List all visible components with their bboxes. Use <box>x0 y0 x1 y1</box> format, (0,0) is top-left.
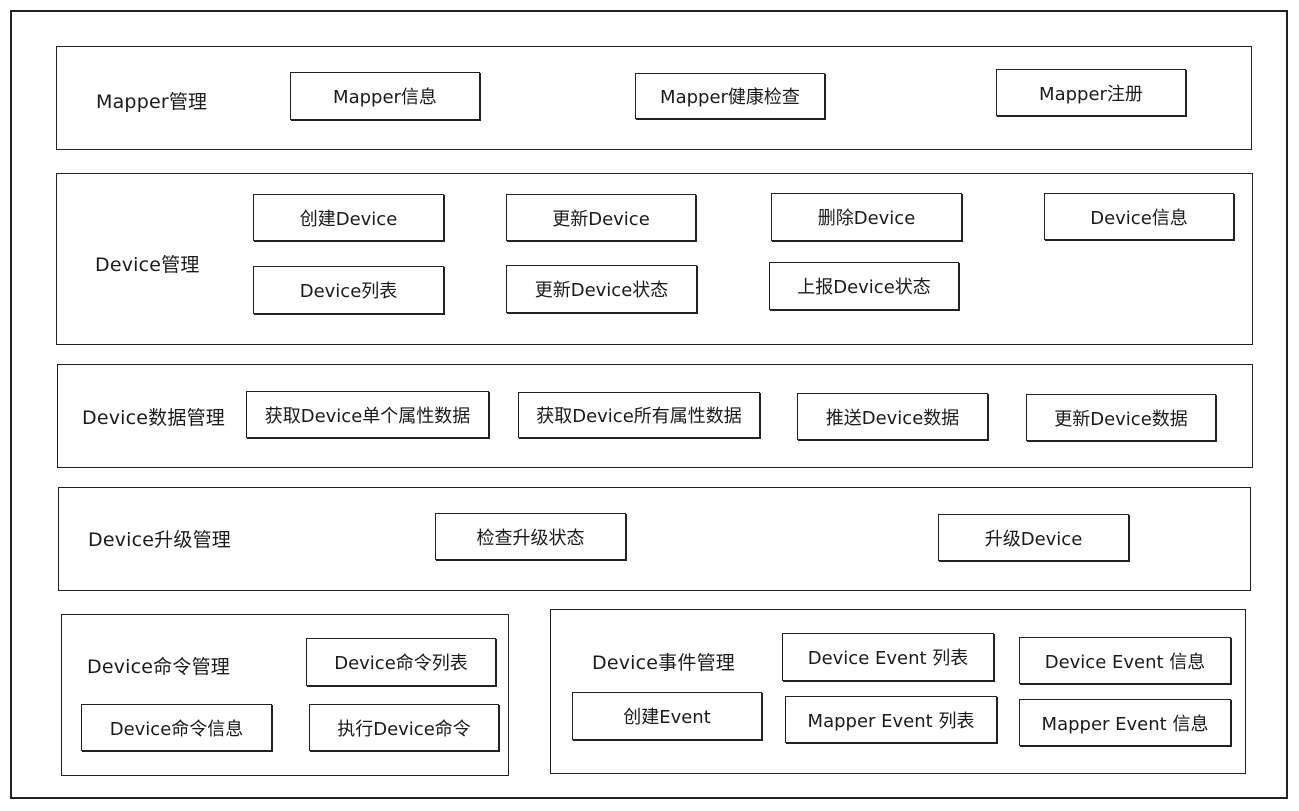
device-event-list-box[interactable]: Device Event 列表 <box>782 633 994 681</box>
get-single-property-box[interactable]: 获取Device单个属性数据 <box>246 391 489 438</box>
mapper-health-check-box[interactable]: Mapper健康检查 <box>635 73 825 119</box>
diagram-frame <box>10 10 1288 799</box>
device-info-box[interactable]: Device信息 <box>1044 193 1234 240</box>
update-device-status-box[interactable]: 更新Device状态 <box>506 265 697 313</box>
device-data-management-title: Device数据管理 <box>82 407 225 429</box>
mapper-management-title: Mapper管理 <box>96 91 208 113</box>
check-upgrade-status-box[interactable]: 检查升级状态 <box>435 513 626 560</box>
push-device-data-box[interactable]: 推送Device数据 <box>797 393 988 440</box>
delete-device-box[interactable]: 删除Device <box>771 193 962 241</box>
device-management-title: Device管理 <box>95 254 200 276</box>
mapper-info-box[interactable]: Mapper信息 <box>290 72 480 120</box>
device-command-management-title: Device命令管理 <box>87 656 230 678</box>
create-event-box[interactable]: 创建Event <box>572 692 762 740</box>
create-device-box[interactable]: 创建Device <box>253 194 444 241</box>
device-command-list-box[interactable]: Device命令列表 <box>306 638 496 686</box>
mapper-event-info-box[interactable]: Mapper Event 信息 <box>1019 699 1231 746</box>
update-device-box[interactable]: 更新Device <box>506 194 696 241</box>
device-upgrade-management-title: Device升级管理 <box>88 529 231 551</box>
mapper-register-box[interactable]: Mapper注册 <box>996 69 1186 116</box>
execute-device-command-box[interactable]: 执行Device命令 <box>309 704 499 751</box>
upgrade-device-box[interactable]: 升级Device <box>938 514 1129 561</box>
update-device-data-box[interactable]: 更新Device数据 <box>1026 394 1216 441</box>
get-all-properties-box[interactable]: 获取Device所有属性数据 <box>518 392 760 438</box>
device-event-management-title: Device事件管理 <box>592 652 735 674</box>
device-event-info-box[interactable]: Device Event 信息 <box>1019 637 1231 684</box>
device-command-info-box[interactable]: Device命令信息 <box>81 704 272 751</box>
mapper-event-list-box[interactable]: Mapper Event 列表 <box>785 696 997 743</box>
report-device-status-box[interactable]: 上报Device状态 <box>769 262 959 310</box>
device-list-box[interactable]: Device列表 <box>253 266 444 314</box>
